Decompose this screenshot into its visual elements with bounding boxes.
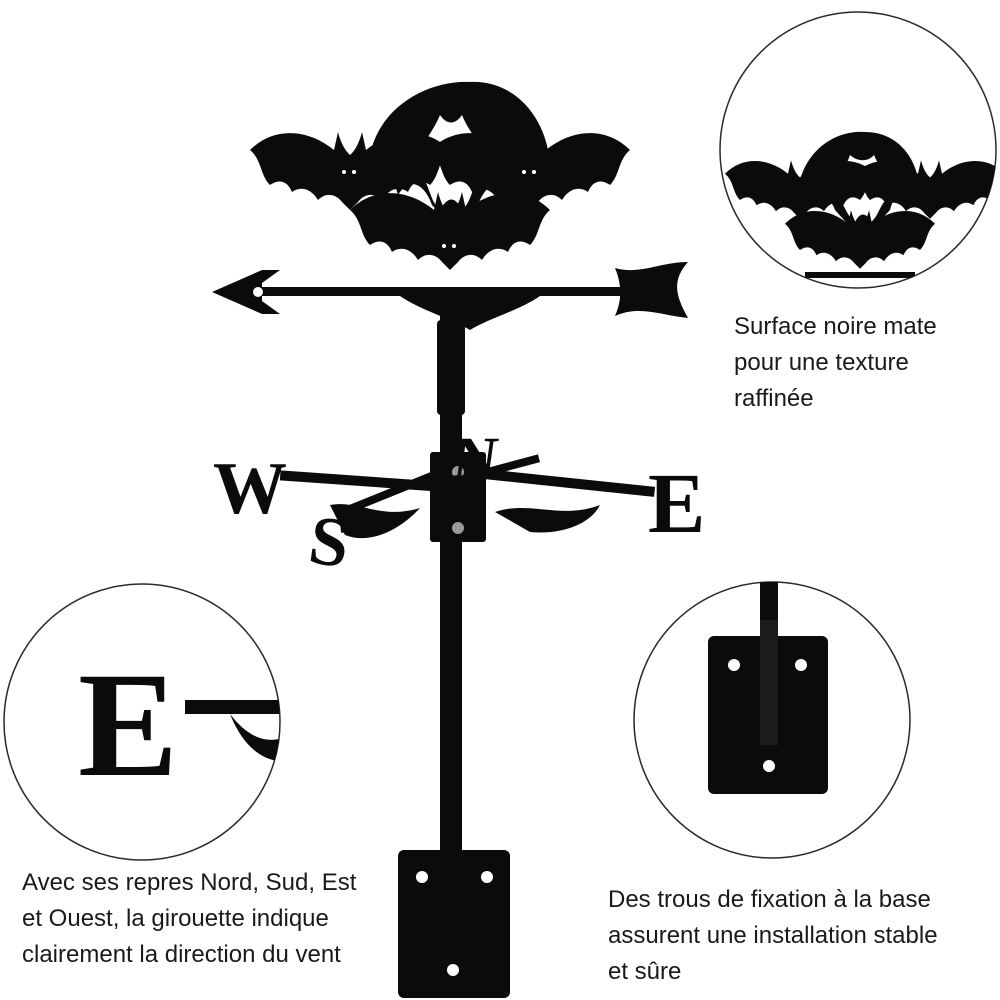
caption-line: raffinée — [734, 385, 814, 412]
caption-line: Avec ses repres Nord, Sud, Est — [22, 869, 357, 896]
detail-circle-texture — [719, 11, 997, 289]
pole-sleeve — [437, 320, 465, 415]
mounting-plate-icon — [708, 620, 828, 794]
compass-letter-north: N — [449, 425, 502, 492]
caption-line: pour une texture — [734, 349, 909, 376]
bat-cluster — [250, 81, 630, 270]
caption-line: clairement la direction du vent — [22, 941, 341, 968]
detail-circle-letter-e: E — [3, 583, 281, 861]
weathervane: W E N S — [212, 81, 705, 998]
bat-icon — [370, 81, 548, 230]
direction-arms — [279, 452, 656, 542]
caption-line: assurent une installation stable — [608, 922, 938, 949]
detail-circle-mounting-plate — [633, 581, 911, 859]
compass-letter-west: W — [213, 448, 287, 530]
pole — [440, 300, 462, 860]
hub-block — [430, 452, 486, 542]
caption-line: Surface noire mate — [734, 313, 937, 340]
compass-letter-south: S — [304, 502, 353, 584]
caption-line: Des trous de fixation à la base — [608, 886, 931, 913]
caption-line: et Ouest, la girouette indique — [22, 905, 329, 932]
caption-line: et sûre — [608, 958, 682, 985]
compass-letter-east: E — [648, 455, 705, 551]
caption-texture: Surface noire mate pour une texture raff… — [734, 309, 937, 417]
caption-mounting-holes: Des trous de fixation à la base assurent… — [608, 882, 938, 990]
mounting-plate-icon — [398, 850, 510, 998]
detail-letter-east: E — [78, 642, 178, 808]
caption-compass-points: Avec ses repres Nord, Sud, Est et Ouest,… — [22, 865, 356, 973]
arrow-icon — [212, 262, 688, 330]
